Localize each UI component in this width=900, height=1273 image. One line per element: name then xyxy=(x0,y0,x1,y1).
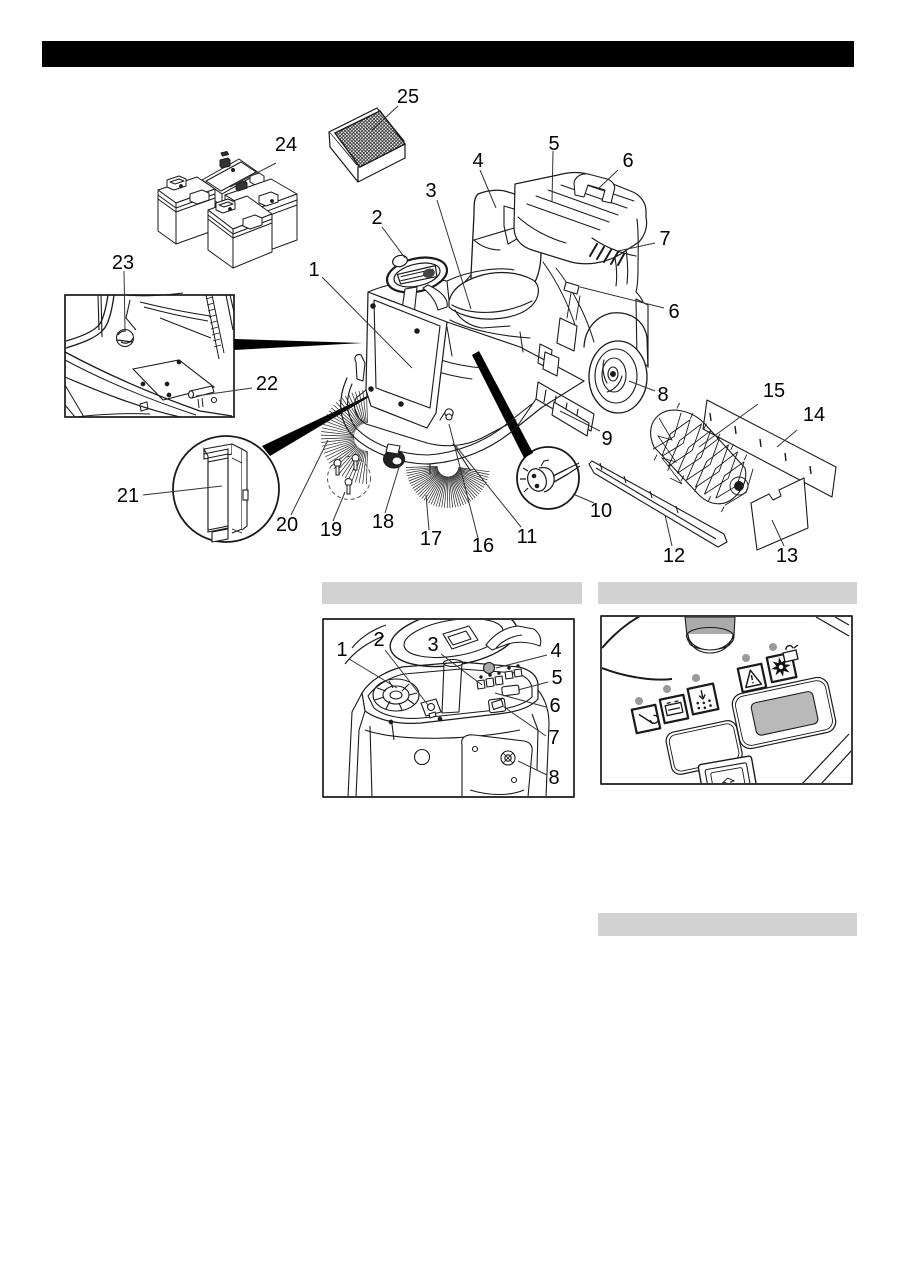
svg-text:14: 14 xyxy=(803,404,825,426)
svg-text:3: 3 xyxy=(425,180,436,202)
svg-text:6: 6 xyxy=(668,301,679,323)
svg-text:5: 5 xyxy=(551,667,562,689)
svg-text:22: 22 xyxy=(256,373,278,395)
svg-text:25: 25 xyxy=(397,86,419,108)
svg-text:8: 8 xyxy=(657,384,668,406)
svg-text:12: 12 xyxy=(663,545,685,567)
svg-text:4: 4 xyxy=(550,640,561,662)
svg-text:4: 4 xyxy=(472,150,483,172)
svg-text:23: 23 xyxy=(112,252,134,274)
svg-text:19: 19 xyxy=(320,519,342,541)
svg-text:9: 9 xyxy=(601,428,612,450)
svg-text:24: 24 xyxy=(275,134,297,156)
svg-text:20: 20 xyxy=(276,514,298,536)
svg-text:21: 21 xyxy=(117,485,139,507)
svg-text:1: 1 xyxy=(336,639,347,661)
svg-text:6: 6 xyxy=(549,695,560,717)
svg-text:2: 2 xyxy=(373,629,384,651)
svg-text:17: 17 xyxy=(420,528,442,550)
svg-text:11: 11 xyxy=(517,526,538,548)
svg-text:2: 2 xyxy=(371,207,382,229)
svg-text:10: 10 xyxy=(590,500,612,522)
svg-text:13: 13 xyxy=(776,545,798,567)
svg-text:5: 5 xyxy=(548,133,559,155)
svg-text:15: 15 xyxy=(763,380,785,402)
svg-text:7: 7 xyxy=(659,228,670,250)
svg-text:6: 6 xyxy=(622,150,633,172)
svg-text:3: 3 xyxy=(427,634,438,656)
svg-text:16: 16 xyxy=(472,535,494,557)
svg-text:7: 7 xyxy=(548,727,559,749)
svg-text:8: 8 xyxy=(548,767,559,789)
svg-text:18: 18 xyxy=(372,511,394,533)
svg-text:1: 1 xyxy=(308,259,319,281)
